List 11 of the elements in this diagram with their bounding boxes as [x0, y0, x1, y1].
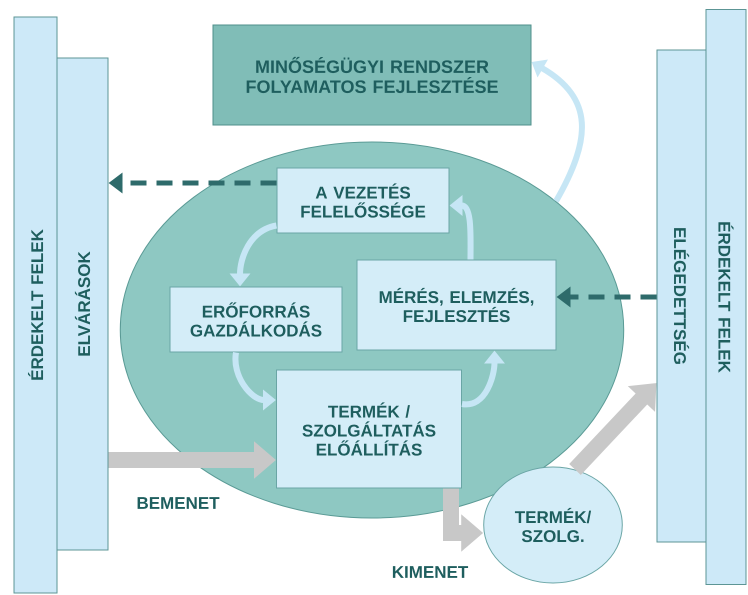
process-box: ERŐFORRÁS GAZDÁLKODÁS	[170, 286, 342, 352]
process-box: A VEZETÉS FELELŐSSÉGE	[276, 168, 450, 234]
vertical-bar: ÉRDEKELT FELEK	[14, 16, 58, 594]
vertical-bar: ELÉGEDETTSÉG	[656, 50, 706, 542]
process-box: MÉRÉS, ELEMZÉS, FEJLESZTÉS	[356, 260, 556, 350]
process-box: MINŐSÉGÜGYI RENDSZER FOLYAMATOS FEJLESZTÉSE	[212, 24, 532, 126]
edge-label: BEMENET	[138, 497, 220, 509]
vertical-bar: ELVÁRÁSOK	[56, 58, 108, 550]
edge-label: KIMENET	[392, 566, 468, 578]
vertical-bar: ÉRDEKELT FELEK	[706, 9, 746, 585]
process-box: TERMÉK / SZOLGÁLTATÁS ELŐÁLLÍTÁS	[276, 370, 462, 488]
